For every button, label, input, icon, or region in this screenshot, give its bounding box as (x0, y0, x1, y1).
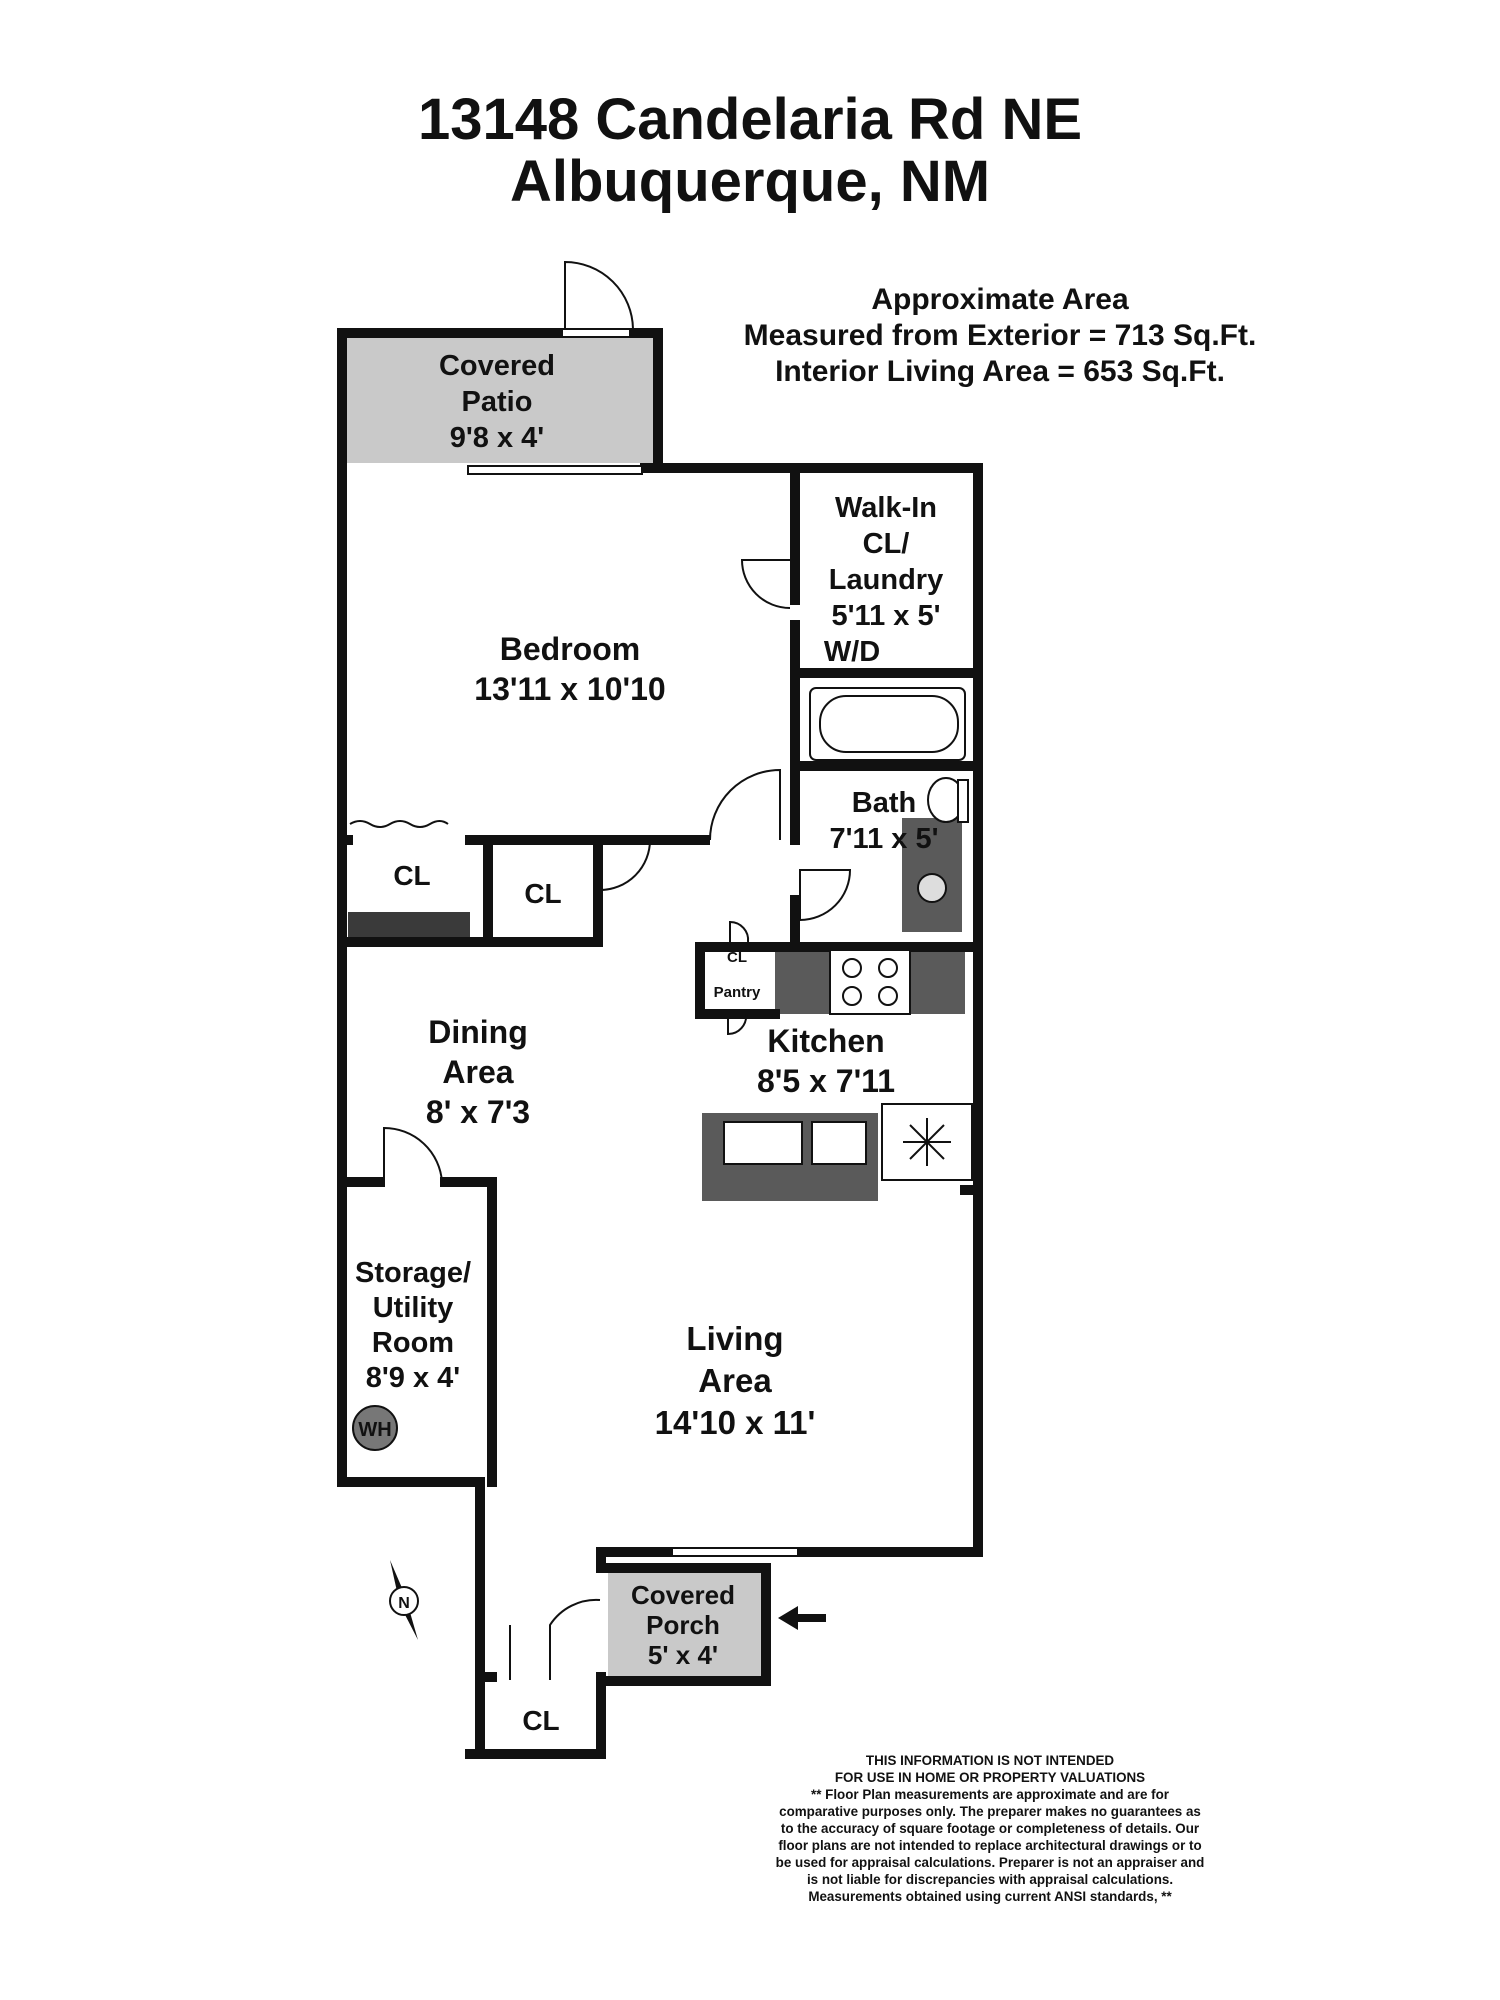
dining-label-1: Dining (428, 1014, 528, 1050)
living-label-1: Living (686, 1320, 783, 1357)
entry-arrow-icon (778, 1606, 826, 1630)
walkin-label-2: CL/ (863, 528, 910, 560)
closet-mid-label: CL (524, 878, 561, 909)
porch-fill (608, 1568, 766, 1681)
area-heading: Approximate Area (871, 283, 1129, 316)
living-dims: 14'10 x 11' (655, 1404, 816, 1441)
disclaimer-line: be used for appraisal calculations. Prep… (775, 1855, 1205, 1870)
patio-label-2: Patio (462, 386, 533, 418)
bath-label: Bath (852, 787, 916, 819)
bath-fixtures (809, 687, 969, 903)
walkin-dims: 5'11 x 5' (832, 600, 941, 632)
disclaimer: THIS INFORMATION IS NOT INTENDED FOR USE… (700, 1752, 1280, 1905)
bath-dims: 7'11 x 5' (830, 823, 939, 855)
walkin-label-1: Walk-In (835, 492, 937, 524)
porch-label-1: Covered (631, 1580, 735, 1610)
patio-label-1: Covered (439, 350, 555, 382)
address-line-1: 13148 Candelaria Rd NE (417, 87, 1083, 152)
disclaimer-line: is not liable for discrepancies with app… (806, 1872, 1174, 1887)
doors (349, 260, 852, 1680)
closet-left-label: CL (393, 860, 430, 891)
area-interior: Interior Living Area = 653 Sq.Ft. (775, 355, 1225, 388)
storage-dims: 8'9 x 4' (366, 1362, 460, 1394)
disclaimer-line: FOR USE IN HOME OR PROPERTY VALUATIONS (834, 1770, 1146, 1785)
kitchen-label: Kitchen (767, 1023, 884, 1059)
porch-dims: 5' x 4' (648, 1640, 718, 1670)
kitchen-dims: 8'5 x 7'11 (757, 1063, 895, 1099)
walkin-label-3: Laundry (829, 564, 943, 596)
compass-label: N (398, 1595, 410, 1612)
porch-label-2: Porch (646, 1610, 720, 1640)
pantry-label: Pantry (714, 984, 761, 1001)
disclaimer-line: Measurements obtained using current ANSI… (808, 1889, 1172, 1904)
dining-label-2: Area (442, 1054, 513, 1090)
closet-small-label: CL (727, 949, 747, 966)
living-label-2: Area (698, 1362, 772, 1399)
compass-icon: N (389, 1560, 419, 1640)
storage-label-1: Storage/ (355, 1257, 471, 1289)
disclaimer-line: THIS INFORMATION IS NOT INTENDED (865, 1753, 1115, 1768)
area-summary: Approximate Area Measured from Exterior … (700, 282, 1300, 390)
area-exterior: Measured from Exterior = 713 Sq.Ft. (743, 319, 1257, 352)
disclaimer-line: ** Floor Plan measurements are approxima… (811, 1787, 1169, 1802)
walkin-wd: W/D (824, 636, 880, 668)
storage-label-3: Room (372, 1327, 454, 1359)
storage-label-2: Utility (373, 1292, 454, 1324)
water-heater-icon (352, 1405, 398, 1451)
windows (467, 328, 799, 1557)
kitchen-fixtures (723, 949, 973, 1181)
water-heater-label: WH (358, 1419, 391, 1441)
bedroom-dims: 13'11 x 10'10 (474, 671, 665, 707)
dining-dims: 8' x 7'3 (426, 1094, 530, 1130)
bedroom-label: Bedroom (500, 631, 640, 667)
closet-strip (348, 912, 470, 938)
address-line-2: Albuquerque, NM (509, 149, 991, 214)
walls (337, 328, 983, 1759)
disclaimer-line: comparative purposes only. The preparer … (779, 1804, 1201, 1819)
closet-bottom-label: CL (522, 1705, 559, 1736)
patio-dims: 9'8 x 4' (450, 422, 544, 454)
disclaimer-line: floor plans are not intended to replace … (778, 1838, 1202, 1853)
patio-fill (342, 333, 658, 463)
disclaimer-line: to the accuracy of square footage or com… (780, 1821, 1200, 1836)
